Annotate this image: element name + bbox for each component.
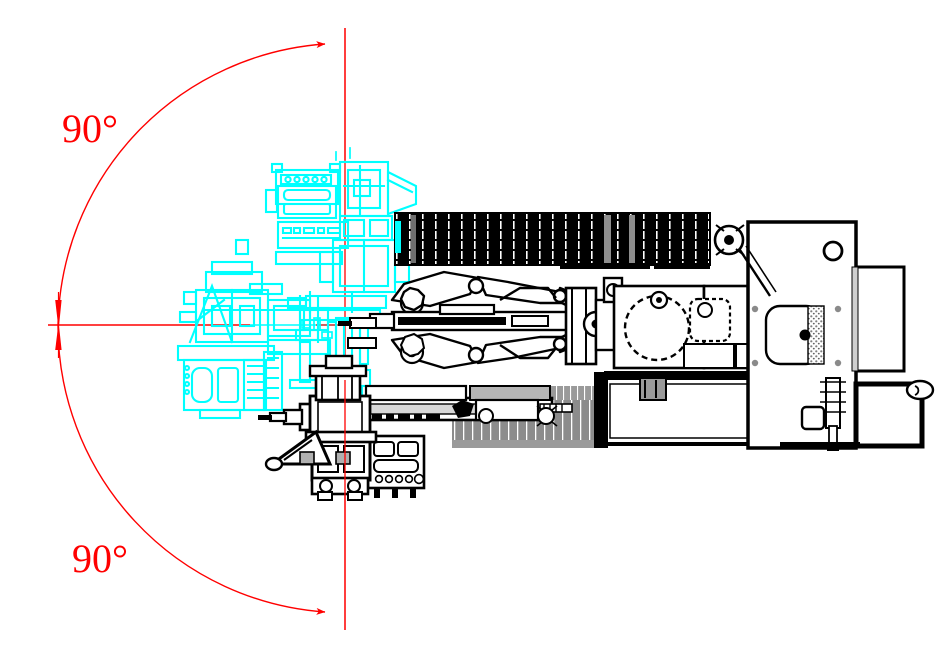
lower-angle-label: 90°	[72, 536, 128, 581]
arrow-left-lower	[55, 322, 62, 358]
side-platform-upper	[851, 265, 906, 373]
control-cabinet	[713, 220, 858, 451]
rear-counterweight	[780, 442, 860, 448]
rock-drill-head	[338, 317, 426, 358]
upper-angle-arc	[57, 41, 326, 326]
canopy-roof	[394, 212, 711, 269]
ghost-upper-console	[264, 162, 350, 266]
ghost-swung-position	[176, 147, 418, 420]
ghost-turret	[338, 160, 418, 242]
upper-angle-label: 90°	[62, 106, 118, 151]
feed-beam-lower	[354, 384, 573, 427]
lower-angle-arc	[57, 324, 326, 615]
machine-main-position	[258, 212, 935, 501]
annotation-layer: 90° 90°	[48, 28, 360, 630]
arrow-left-upper	[55, 292, 62, 330]
front-chassis	[264, 429, 378, 501]
side-platform-lower	[853, 379, 935, 449]
front-mast	[308, 354, 368, 402]
